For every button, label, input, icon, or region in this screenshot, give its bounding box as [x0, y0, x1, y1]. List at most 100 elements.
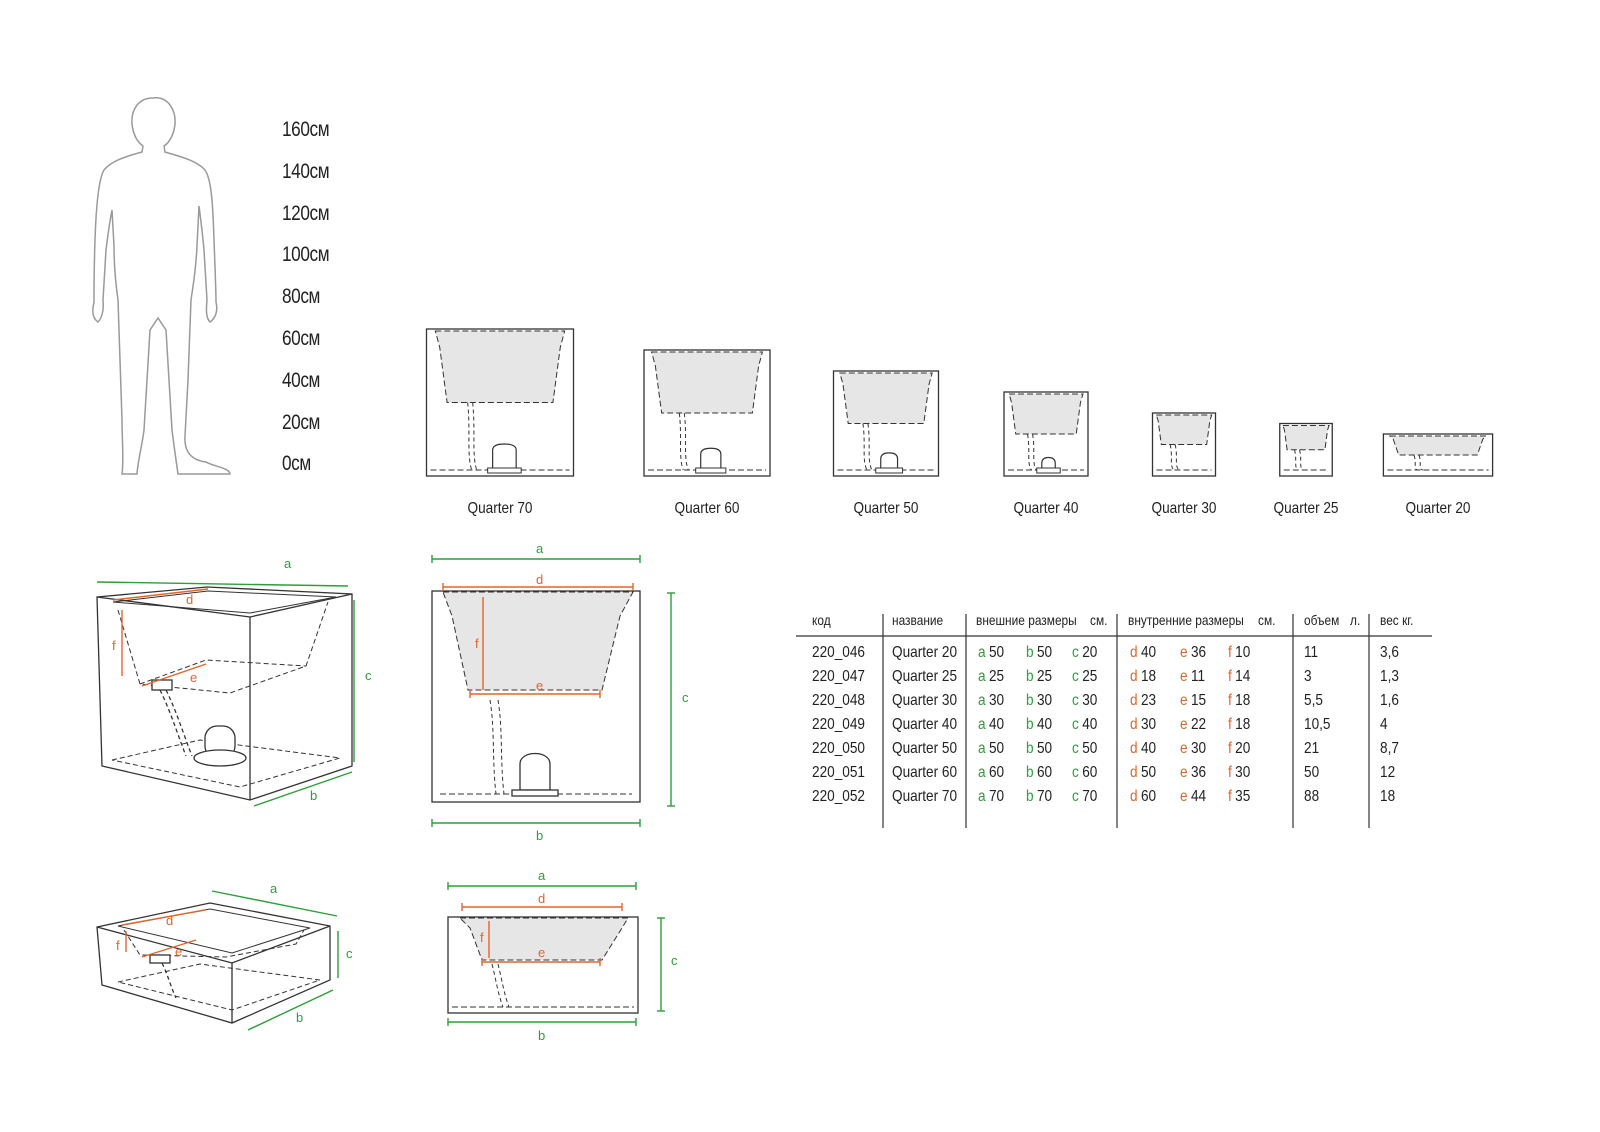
dimension-value: 60 [1036, 764, 1053, 781]
dimension-letter-e: e [1180, 740, 1188, 757]
iso-low-label-d: d [166, 913, 173, 928]
product-pipe [1027, 433, 1032, 471]
dimension-value: 30 [1140, 716, 1157, 733]
dimension-letter-b: b [1026, 644, 1034, 661]
product-pipe [1174, 444, 1180, 471]
table-cell-code: 220_046 [812, 644, 865, 661]
table-cell-name: Quarter 20 [892, 644, 958, 661]
dimension-value: 30 [1235, 764, 1251, 781]
dimension-letter-e: e [1180, 788, 1188, 805]
table-cell-code: 220_047 [812, 668, 865, 685]
pump-base [1036, 467, 1061, 474]
dimension-letter-a: a [978, 668, 986, 685]
section-cube-label-f: f [475, 636, 479, 651]
dimension-letter-b: b [1026, 716, 1034, 733]
section-low-label-b: b [538, 1028, 545, 1043]
dimension-value: 36 [1190, 644, 1207, 661]
table-cell-weight: 8,7 [1380, 740, 1399, 757]
dimension-value: 60 [1140, 788, 1157, 805]
product-basin [1008, 393, 1084, 435]
product-label-quarter-40: Quarter 40 [1013, 500, 1079, 517]
dimension-letter-e: e [1180, 716, 1188, 733]
dimension-value: 50 [1036, 644, 1053, 661]
table-cell-volume: 88 [1304, 788, 1320, 805]
product-pipe [1413, 454, 1419, 471]
section-drawing-cube [431, 590, 641, 803]
dimension-letter-b: b [1026, 668, 1034, 685]
product-basin [1155, 414, 1213, 445]
dimension-letter-a: a [978, 716, 986, 733]
dimension-letter-d: d [1130, 740, 1138, 757]
table-cell-name: Quarter 30 [892, 692, 958, 709]
dimension-letter-b: b [1026, 740, 1034, 757]
section-cube-label-c: c [682, 690, 689, 705]
table-cell-name: Quarter 40 [892, 716, 958, 733]
section-cube-label-e: e [536, 678, 543, 693]
table-header-weight: вес кг. [1380, 612, 1414, 628]
product-pipe [1293, 449, 1299, 471]
scale-label-120: 120см [282, 202, 330, 225]
table-cell-volume: 5,5 [1304, 692, 1323, 709]
table-cell-code: 220_049 [812, 716, 865, 733]
dimension-letter-f: f [1228, 668, 1232, 685]
product-pipe [467, 402, 473, 471]
dimension-value: 50 [988, 740, 1005, 757]
dimension-value: 40 [1082, 716, 1098, 733]
dimension-value: 11 [1190, 668, 1206, 685]
table-cell-weight: 3,6 [1380, 644, 1399, 661]
dimension-letter-f: f [1228, 692, 1232, 709]
dimension-letter-f: f [1228, 644, 1232, 661]
iso-cube-label-f: f [112, 638, 116, 653]
scale-label-100: 100см [282, 243, 330, 266]
dimension-letter-a: a [978, 740, 986, 757]
product-pipe [1032, 433, 1037, 471]
product-section-quarter-20 [1382, 433, 1494, 477]
iso-cube-dimensions: a c b d f e [96, 556, 372, 807]
table-cell-volume: 21 [1304, 740, 1320, 757]
pump-base [875, 467, 904, 474]
dimension-letter-e: e [1180, 644, 1188, 661]
table-header-code: код [812, 612, 831, 628]
product-section-quarter-70 [425, 328, 575, 477]
table-cell-volume: 10,5 [1304, 716, 1331, 733]
section-low-label-e: e [538, 945, 545, 960]
dimension-letter-a: a [978, 764, 986, 781]
dimension-value: 20 [1082, 644, 1098, 661]
dimension-letter-a: a [978, 788, 986, 805]
dimension-letter-c: c [1072, 788, 1079, 805]
dimension-value: 18 [1235, 692, 1251, 709]
product-basin [1388, 435, 1488, 456]
dimension-letter-d: d [1130, 668, 1138, 685]
iso-cube-label-a: a [284, 556, 292, 571]
human-silhouette-icon [92, 97, 231, 475]
iso-low-dimensions: a c b d f e [116, 881, 353, 1031]
section-low-dimensions: a b c d e f [447, 868, 678, 1043]
product-basin [839, 372, 933, 424]
dimension-letter-b: b [1026, 788, 1034, 805]
dimension-value: 35 [1235, 788, 1251, 805]
product-section-quarter-40 [1003, 391, 1089, 477]
section-cube-label-b: b [536, 828, 543, 843]
table-cell-weight: 1,3 [1380, 668, 1399, 685]
iso-cube-label-d: d [186, 592, 193, 607]
iso-low-label-e: e [175, 944, 182, 959]
dimension-letter-f: f [1228, 788, 1232, 805]
table-header-inner-unit: см. [1258, 612, 1276, 628]
dimension-letter-a: a [978, 692, 986, 709]
iso-cube-label-c: c [365, 668, 372, 683]
dimension-value: 14 [1235, 668, 1251, 685]
product-label-quarter-60: Quarter 60 [674, 500, 740, 517]
product-section-quarter-60 [643, 349, 771, 477]
